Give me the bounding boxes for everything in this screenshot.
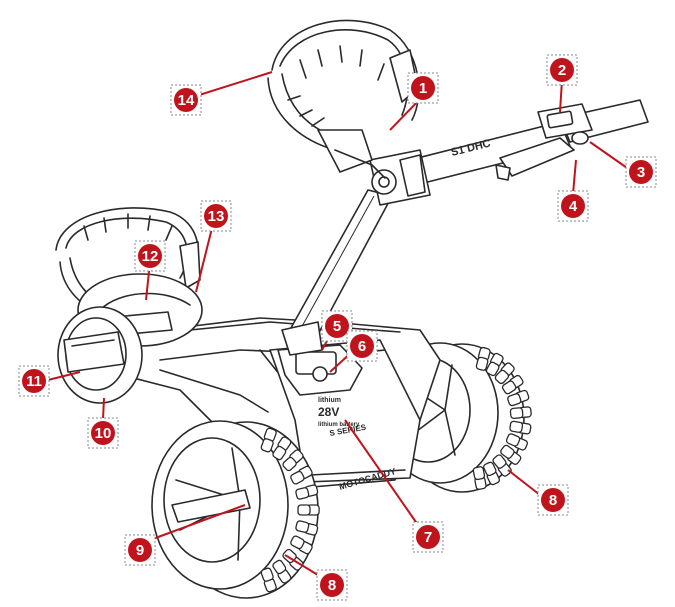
tread-block: [472, 466, 486, 481]
front-left-wheel: [151, 420, 320, 599]
chassis: [59, 317, 441, 489]
callout-14: 14: [170, 84, 202, 116]
callout-8: 8: [316, 569, 348, 601]
tread-block: [494, 369, 510, 385]
handle-hinge: [369, 149, 431, 206]
callout-circle: [22, 369, 46, 393]
callout-number: 13: [208, 208, 225, 225]
tread-block: [501, 380, 517, 395]
callout-circle: [320, 573, 344, 597]
tread-block: [295, 487, 310, 500]
callout-number: 3: [637, 164, 645, 181]
tread-block: [492, 454, 507, 469]
callout-circle: [411, 76, 435, 100]
callout-circle: [174, 88, 198, 112]
tread-block: [483, 461, 497, 477]
callout-number: 12: [142, 248, 159, 265]
tread-block: [282, 456, 297, 472]
callout-number: 1: [419, 80, 427, 97]
callout-circle: [325, 314, 349, 338]
callout-number: 5: [333, 318, 341, 335]
callout-number: 2: [558, 62, 566, 79]
tread-block: [260, 567, 274, 582]
callout-circle: [541, 488, 565, 512]
callout-circle: [128, 538, 152, 562]
tread-block: [509, 420, 524, 433]
tread-block: [260, 438, 274, 453]
callout-4: 4: [557, 190, 589, 222]
callout-number: 14: [178, 92, 195, 109]
callout-7: 7: [412, 521, 444, 553]
callout-3: 3: [625, 156, 657, 188]
tread-block: [290, 470, 305, 485]
callout-circle: [91, 421, 115, 445]
callout-circle: [550, 58, 574, 82]
panel-voltage: 28V: [318, 405, 339, 419]
callout-number: 4: [569, 198, 578, 215]
callout-circle: [138, 244, 162, 268]
callout-circle: [561, 194, 585, 218]
callout-11: 11: [18, 365, 50, 397]
callout-9: 9: [124, 534, 156, 566]
tread-block: [500, 444, 515, 459]
callout-8: 8: [537, 484, 569, 516]
callout-number: 10: [95, 425, 112, 442]
callout-13: 13: [200, 200, 232, 232]
callout-number: 8: [549, 492, 557, 509]
callout-6: 6: [346, 330, 378, 362]
tread-block: [272, 445, 287, 461]
tread-block: [485, 361, 500, 377]
callout-number: 7: [424, 529, 432, 546]
rear-wheel-tread: [472, 346, 532, 490]
tread-block: [272, 559, 287, 575]
tread-block: [295, 520, 310, 533]
callout-12: 12: [134, 240, 166, 272]
tread-block: [507, 393, 522, 407]
callout-number: 6: [358, 338, 366, 355]
callout-1: 1: [407, 72, 439, 104]
callout-number: 8: [328, 577, 336, 594]
callout-number: 11: [26, 373, 42, 390]
front-wheel-tread: [260, 427, 320, 593]
panel-line3: lithium battery: [318, 422, 360, 428]
callout-number: 9: [136, 542, 144, 559]
callout-circle: [629, 160, 653, 184]
callout-2: 2: [546, 54, 578, 86]
callout-circle: [204, 204, 228, 228]
callout-circle: [350, 334, 374, 358]
tread-block: [505, 433, 521, 447]
callout-circle: [416, 525, 440, 549]
tread-block: [475, 356, 489, 371]
panel-line1: lithium: [318, 397, 341, 404]
tread-block: [509, 407, 524, 420]
tread-block: [290, 535, 305, 550]
callout-10: 10: [87, 417, 119, 449]
front-wheel: [57, 306, 143, 404]
tread-block: [297, 504, 311, 516]
